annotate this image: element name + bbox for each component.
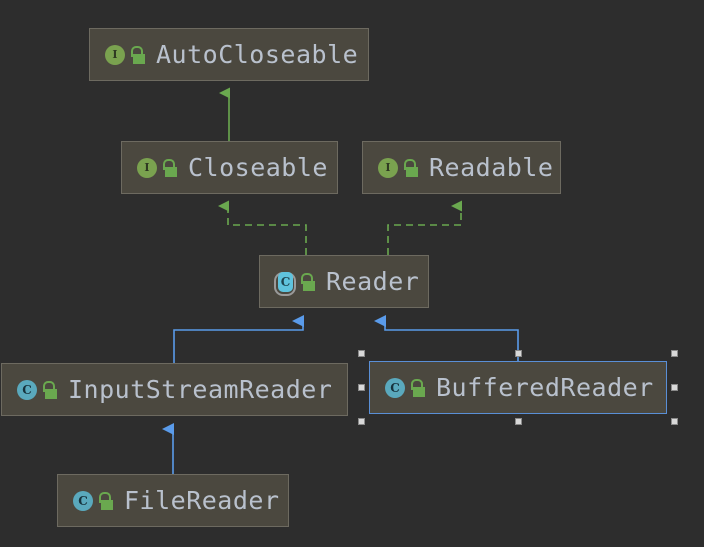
node-label: Closeable (188, 153, 328, 182)
unlocked-padlock-icon (404, 158, 420, 177)
edge-reader-to-readable (387, 200, 462, 255)
resize-handle-nw[interactable] (358, 350, 365, 357)
node-filereader[interactable]: C FileReader (57, 474, 289, 527)
node-bufferedreader[interactable]: C BufferedReader (369, 361, 667, 414)
node-closeable[interactable]: I Closeable (121, 141, 338, 194)
interface-icon: I (136, 157, 158, 179)
node-inputstreamreader[interactable]: C InputStreamReader (1, 363, 348, 416)
unlocked-padlock-icon (43, 380, 59, 399)
class-icon: C (16, 379, 38, 401)
node-autocloseable[interactable]: I AutoCloseable (89, 28, 369, 81)
node-label: InputStreamReader (68, 375, 333, 404)
resize-handle-se[interactable] (671, 418, 678, 425)
unlocked-padlock-icon (131, 45, 147, 64)
resize-handle-ne[interactable] (671, 350, 678, 357)
unlocked-padlock-icon (301, 272, 317, 291)
node-label: AutoCloseable (156, 40, 359, 69)
edge-bufferedreader-to-reader (374, 315, 519, 361)
unlocked-padlock-icon (163, 158, 179, 177)
class-icon: C (384, 377, 406, 399)
unlocked-padlock-icon (411, 378, 427, 397)
node-label: BufferedReader (436, 373, 654, 402)
node-readable[interactable]: I Readable (362, 141, 561, 194)
edge-inputstreamreader-to-reader (173, 315, 304, 363)
node-label: Readable (429, 153, 554, 182)
interface-icon: I (377, 157, 399, 179)
edge-reader-to-closeable (218, 200, 307, 255)
node-reader[interactable]: C Reader (259, 255, 429, 308)
node-label: Reader (326, 267, 420, 296)
resize-handle-s[interactable] (514, 418, 522, 425)
resize-handle-n[interactable] (514, 350, 522, 357)
resize-handle-e[interactable] (671, 384, 678, 391)
resize-handle-w[interactable] (358, 384, 365, 391)
node-label: FileReader (124, 486, 280, 515)
interface-icon: I (104, 44, 126, 66)
unlocked-padlock-icon (99, 491, 115, 510)
class-icon: C (72, 490, 94, 512)
abstract-class-icon: C (274, 271, 296, 296)
resize-handle-sw[interactable] (358, 418, 365, 425)
